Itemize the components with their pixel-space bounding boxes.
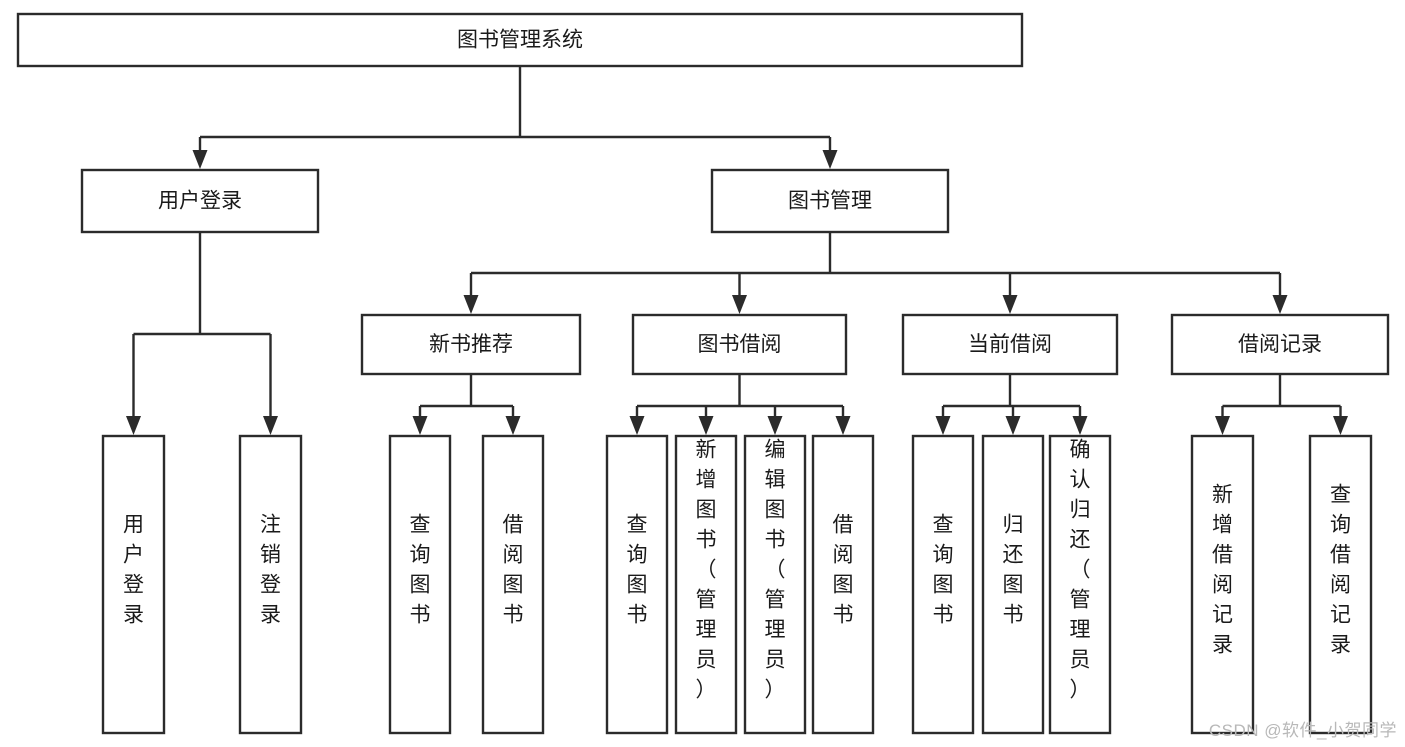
arrow-head-l3-0-to-leaves-0 (412, 416, 428, 435)
arrow-head-l3-1-to-leaves-2 (767, 416, 783, 435)
node-label-查询图书: 查询图书 (410, 514, 431, 627)
node-box-新增借阅记录 (1190, 434, 1255, 735)
node-root-图书管理系统[interactable]: 图书管理系统 (16, 12, 1024, 68)
node-leaf-查询图书[interactable]: 查询图书 (911, 434, 975, 735)
arrow-head-l3-3-to-leaves-0 (1215, 416, 1230, 435)
node-label-用户登录: 用户登录 (158, 190, 242, 213)
node-box-借阅图书 (481, 434, 545, 735)
arrow-head-l3-2-to-leaves-2 (1072, 416, 1088, 435)
node-box-查询图书 (911, 434, 975, 735)
node-box-借阅记录 (1170, 313, 1390, 376)
node-leaf-查询借阅记录[interactable]: 查询借阅记录 (1308, 434, 1373, 735)
node-box-图书管理 (710, 168, 950, 234)
node-label-查询图书: 查询图书 (933, 514, 954, 627)
node-box-归还图书 (981, 434, 1045, 735)
node-label-借阅图书: 借阅图书 (503, 514, 524, 627)
csdn-watermark: CSDN @软件_小贺同学 (1208, 721, 1397, 740)
connector-layer (126, 66, 1348, 435)
arrow-head-bookmgmt-to-level3-0 (463, 295, 479, 314)
arrow-head-l3-3-to-leaves-1 (1333, 416, 1348, 435)
node-box-编辑图书管理员 (743, 434, 807, 735)
node-level3-借阅记录[interactable]: 借阅记录 (1170, 313, 1390, 376)
arrow-head-bookmgmt-to-level3-3 (1272, 295, 1288, 314)
node-label-当前借阅: 当前借阅 (968, 333, 1052, 356)
node-label-查询图书: 查询图书 (627, 514, 648, 627)
node-level3-当前借阅[interactable]: 当前借阅 (901, 313, 1119, 376)
node-leaf-编辑图书管理员[interactable]: 编辑图书（管理员） (743, 434, 807, 735)
node-box-用户登录 (101, 434, 166, 735)
arrow-head-l3-0-to-leaves-1 (505, 416, 521, 435)
arrow-head-bookmgmt-to-level3-1 (732, 295, 747, 314)
node-label-用户登录: 用户登录 (123, 514, 144, 627)
node-label-确认归还管理员: 确认归还（管理员） (1070, 439, 1091, 702)
arrow-head-bookmgmt-to-level3-2 (1002, 295, 1018, 314)
node-label-新书推荐: 新书推荐 (429, 333, 513, 356)
arrow-head-l3-1-to-leaves-3 (835, 416, 851, 435)
node-box-新增图书管理员 (674, 434, 738, 735)
arrow-head-l3-1-to-leaves-1 (698, 416, 714, 435)
node-box-查询图书 (605, 434, 669, 735)
arrow-head-l3-1-to-leaves-0 (629, 416, 645, 435)
node-box-新书推荐 (360, 313, 582, 376)
node-layer: 图书管理系统用户登录图书管理新书推荐图书借阅当前借阅借阅记录用户登录注销登录查询… (16, 12, 1390, 735)
node-label-编辑图书管理员: 编辑图书（管理员） (765, 439, 786, 702)
node-leaf-查询图书[interactable]: 查询图书 (605, 434, 669, 735)
node-box-图书借阅 (631, 313, 848, 376)
node-label-图书管理系统: 图书管理系统 (457, 29, 583, 52)
node-level3-新书推荐[interactable]: 新书推荐 (360, 313, 582, 376)
node-label-图书借阅: 图书借阅 (698, 333, 782, 356)
arrow-head-userlogin-to-leaves-1 (263, 416, 278, 435)
node-leaf-注销登录[interactable]: 注销登录 (238, 434, 303, 735)
node-leaf-归还图书[interactable]: 归还图书 (981, 434, 1045, 735)
arrow-head-userlogin-to-leaves-0 (126, 416, 141, 435)
node-leaf-借阅图书[interactable]: 借阅图书 (811, 434, 875, 735)
node-label-图书管理: 图书管理 (788, 190, 872, 213)
node-leaf-查询图书[interactable]: 查询图书 (388, 434, 452, 735)
node-leaf-借阅图书[interactable]: 借阅图书 (481, 434, 545, 735)
node-leaf-用户登录[interactable]: 用户登录 (101, 434, 166, 735)
node-label-归还图书: 归还图书 (1003, 514, 1024, 627)
arrow-head-root-to-level2-1 (822, 150, 838, 169)
node-box-查询借阅记录 (1308, 434, 1373, 735)
node-box-用户登录 (80, 168, 320, 234)
node-leaf-确认归还管理员[interactable]: 确认归还（管理员） (1048, 434, 1112, 735)
node-box-注销登录 (238, 434, 303, 735)
node-level3-图书借阅[interactable]: 图书借阅 (631, 313, 848, 376)
node-label-借阅记录: 借阅记录 (1238, 333, 1322, 356)
node-level2-用户登录[interactable]: 用户登录 (80, 168, 320, 234)
node-leaf-新增借阅记录[interactable]: 新增借阅记录 (1190, 434, 1255, 735)
node-leaf-新增图书管理员[interactable]: 新增图书（管理员） (674, 434, 738, 735)
node-level2-图书管理[interactable]: 图书管理 (710, 168, 950, 234)
node-label-注销登录: 注销登录 (260, 514, 281, 627)
node-box-确认归还管理员 (1048, 434, 1112, 735)
node-label-新增借阅记录: 新增借阅记录 (1212, 484, 1233, 657)
node-label-借阅图书: 借阅图书 (833, 514, 854, 627)
arrow-head-l3-2-to-leaves-0 (935, 416, 951, 435)
node-box-当前借阅 (901, 313, 1119, 376)
arrow-head-l3-2-to-leaves-1 (1005, 416, 1021, 435)
node-box-图书管理系统 (16, 12, 1024, 68)
node-label-查询借阅记录: 查询借阅记录 (1330, 484, 1351, 657)
node-box-借阅图书 (811, 434, 875, 735)
arrow-head-root-to-level2-0 (192, 150, 208, 169)
node-box-查询图书 (388, 434, 452, 735)
node-label-新增图书管理员: 新增图书（管理员） (696, 439, 717, 702)
